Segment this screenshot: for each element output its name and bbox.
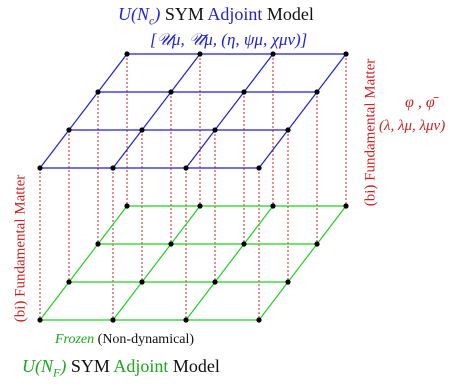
bottom-group-sub: F bbox=[53, 365, 61, 380]
top-lattice-node bbox=[212, 127, 218, 133]
frozen-label: Frozen (Non-dynamical) bbox=[55, 332, 194, 348]
top-lattice-node bbox=[270, 51, 276, 57]
bottom-lattice-node bbox=[256, 317, 262, 323]
bottom-lattice-edge bbox=[258, 205, 347, 321]
top-lattice-node bbox=[256, 165, 262, 171]
bottom-model: Model bbox=[168, 356, 220, 376]
bottom-title: U(NF) SYM Adjoint Model bbox=[22, 356, 220, 381]
frozen-word: Frozen bbox=[55, 332, 95, 347]
fundamental-links bbox=[39, 54, 347, 320]
bottom-adjoint: Adjoint bbox=[113, 356, 169, 376]
bottom-lattice-node bbox=[110, 317, 116, 323]
top-lattice-node bbox=[183, 165, 189, 171]
bottom-lattice-node bbox=[285, 279, 291, 285]
bottom-lattice-node bbox=[124, 203, 130, 209]
top-adjoint: Adjoint bbox=[207, 4, 263, 24]
bottom-lattice-node bbox=[343, 203, 349, 209]
top-lattice-node bbox=[95, 89, 101, 95]
top-lattice-node bbox=[314, 89, 320, 95]
bottom-lattice-node bbox=[183, 317, 189, 323]
left-vertical-label: (bi) Fundamental Matter bbox=[12, 174, 29, 323]
right-fields-line2: (λ, λμ, λμν) bbox=[379, 118, 446, 134]
bottom-lattice-node bbox=[212, 279, 218, 285]
bottom-group-close: ) bbox=[60, 356, 67, 376]
bottom-lattice-edge bbox=[112, 205, 201, 321]
top-group: U(N bbox=[118, 4, 149, 24]
bottom-lattice-node bbox=[314, 241, 320, 247]
bottom-lattice-edge bbox=[185, 205, 274, 321]
bottom-lattice-node bbox=[95, 241, 101, 247]
top-lattice-node bbox=[37, 165, 43, 171]
bottom-lattice-node bbox=[168, 241, 174, 247]
bottom-lattice-edge bbox=[39, 205, 128, 321]
bottom-sym: SYM bbox=[66, 356, 114, 376]
top-group-close: ) bbox=[154, 4, 161, 24]
top-lattice-node bbox=[124, 51, 130, 57]
bottom-lattice bbox=[39, 205, 347, 321]
top-lattice-node bbox=[168, 89, 174, 95]
top-lattice-node bbox=[139, 127, 145, 133]
bottom-group: U(N bbox=[22, 356, 53, 376]
bottom-lattice-node bbox=[241, 241, 247, 247]
top-lattice-node bbox=[285, 127, 291, 133]
frozen-rest: (Non-dynamical) bbox=[94, 332, 195, 347]
bottom-lattice-node bbox=[66, 279, 72, 285]
top-lattice-edge bbox=[112, 53, 201, 169]
top-lattice-edge bbox=[39, 53, 128, 169]
lattice-nodes bbox=[37, 51, 349, 323]
bottom-lattice-node bbox=[270, 203, 276, 209]
top-lattice-edge bbox=[185, 53, 274, 169]
top-lattice bbox=[39, 53, 347, 169]
right-fields-line1: φ , φ̄ bbox=[405, 94, 435, 111]
top-lattice-node bbox=[241, 89, 247, 95]
bottom-lattice-node bbox=[197, 203, 203, 209]
top-fields: [𝒰μ, 𝒰̄μ, (η, ψμ, χμν)] bbox=[150, 30, 308, 49]
top-lattice-edge bbox=[258, 53, 347, 169]
bottom-lattice-node bbox=[139, 279, 145, 285]
top-lattice-node bbox=[197, 51, 203, 57]
top-group-sub: c bbox=[149, 13, 155, 28]
top-lattice-node bbox=[110, 165, 116, 171]
top-sym: SYM bbox=[160, 4, 208, 24]
top-lattice-node bbox=[66, 127, 72, 133]
top-title: U(Nc) SYM Adjoint Model bbox=[118, 4, 314, 29]
right-vertical-label: (bi) Fundamental Matter bbox=[362, 58, 379, 207]
top-model: Model bbox=[262, 4, 314, 24]
bottom-lattice-node bbox=[37, 317, 43, 323]
top-lattice-node bbox=[343, 51, 349, 57]
